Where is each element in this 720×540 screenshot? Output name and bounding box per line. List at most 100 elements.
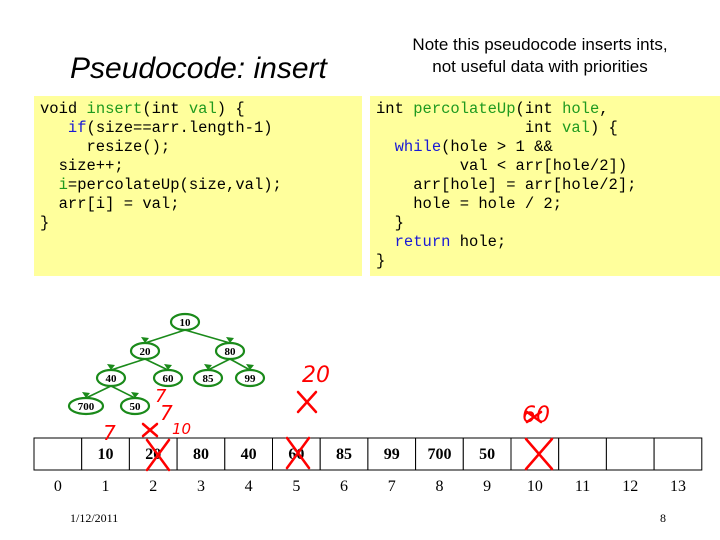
code-token: while bbox=[394, 138, 442, 156]
array-cell-value: 10 bbox=[98, 446, 114, 463]
code-token: } bbox=[40, 214, 50, 232]
array-index-label: 5 bbox=[292, 478, 300, 495]
code-token: percolateUp bbox=[413, 100, 516, 118]
array-index-label: 4 bbox=[245, 478, 253, 495]
tree-edge bbox=[184, 329, 231, 344]
code-token: val < arr[hole/2]) bbox=[376, 157, 628, 175]
array-index-label: 8 bbox=[435, 478, 443, 495]
tree-node-label: 60 bbox=[163, 373, 175, 385]
tree-edges bbox=[82, 329, 254, 399]
tree-node-label: 40 bbox=[106, 373, 118, 385]
tree-edge bbox=[110, 358, 146, 371]
tree-node bbox=[234, 368, 266, 388]
strike-mark bbox=[141, 422, 159, 438]
code-token: int bbox=[376, 100, 414, 118]
array-cell bbox=[605, 437, 655, 471]
array-cell-value: 20 bbox=[145, 446, 161, 463]
tree-edge bbox=[229, 358, 251, 371]
tree-node bbox=[169, 312, 201, 332]
tree-node-label: 10 bbox=[180, 317, 192, 329]
array-cell-value: 50 bbox=[479, 446, 495, 463]
code-token: ) { bbox=[216, 100, 245, 118]
insert-code-block: void insert(int val) { if(size==arr.leng… bbox=[34, 96, 362, 276]
footer-page-number: 8 bbox=[660, 511, 666, 525]
tree-edge-arrowhead bbox=[82, 392, 90, 398]
array-cell bbox=[176, 437, 226, 471]
array-index-label: 9 bbox=[483, 478, 491, 495]
code-token: if bbox=[67, 119, 87, 137]
array-cell bbox=[224, 437, 274, 471]
tree-edge-arrowhead bbox=[226, 337, 234, 343]
array-index-label: 13 bbox=[670, 478, 686, 495]
array-index-label: 7 bbox=[388, 478, 396, 495]
tree-node bbox=[214, 341, 246, 361]
note-line-2: not useful data with priorities bbox=[432, 57, 648, 76]
array-index-label: 11 bbox=[575, 478, 590, 495]
handwritten-number: 10 bbox=[172, 420, 191, 438]
tree-node-label: 85 bbox=[203, 373, 215, 385]
handwritten-number: 7 bbox=[160, 401, 173, 425]
tree-edge-arrowhead bbox=[131, 392, 139, 398]
array-cell bbox=[33, 437, 83, 471]
note-line-1: Note this pseudocode inserts ints, bbox=[412, 35, 668, 54]
tree-node-label: 20 bbox=[140, 346, 152, 358]
code-token: void bbox=[40, 100, 87, 118]
array-cell bbox=[510, 437, 560, 471]
array-index-label: 2 bbox=[149, 478, 157, 495]
code-token: (size==arr.length-1) bbox=[86, 119, 273, 137]
array-cell bbox=[81, 437, 130, 471]
code-token: hole; bbox=[450, 233, 507, 251]
code-token: (hole > 1 && bbox=[441, 138, 553, 156]
code-token: } bbox=[376, 252, 386, 270]
tree-edge bbox=[110, 385, 136, 399]
code-token: return bbox=[394, 233, 451, 251]
tree-node-label: 99 bbox=[245, 373, 257, 385]
tree-edge bbox=[144, 329, 186, 344]
array-cell bbox=[367, 437, 417, 471]
code-token: ) { bbox=[589, 119, 618, 137]
code-token: int bbox=[376, 119, 563, 137]
tree-edge-arrowhead bbox=[246, 364, 254, 370]
array-cell-value: 80 bbox=[193, 446, 209, 463]
array-index-label: 1 bbox=[102, 478, 110, 495]
footer-date: 1/12/2011 bbox=[70, 511, 119, 525]
percolate-up-code-block: int percolateUp(int hole, int val) { whi… bbox=[370, 96, 720, 276]
handwritten-number: 7 bbox=[103, 421, 116, 445]
strike-mark bbox=[285, 436, 311, 470]
tree-node bbox=[129, 341, 161, 361]
array-index-label: 12 bbox=[622, 478, 638, 495]
array-index-label: 0 bbox=[54, 478, 62, 495]
code-token: i bbox=[58, 176, 68, 194]
array-cell bbox=[415, 437, 464, 471]
tree-edge bbox=[85, 385, 112, 399]
code-token: } bbox=[376, 214, 404, 232]
code-token: arr[i] = val; bbox=[40, 195, 180, 213]
tree-edge bbox=[144, 358, 169, 371]
tree-node bbox=[119, 396, 151, 416]
strike-mark bbox=[525, 410, 543, 424]
tree-node-label: 80 bbox=[225, 346, 237, 358]
code-token: hole = hole / 2; bbox=[376, 195, 563, 213]
tree-node bbox=[152, 368, 184, 388]
tree-edge-arrowhead bbox=[164, 364, 172, 370]
handwritten-number: 60 bbox=[522, 403, 550, 428]
code-token: arr[hole] = arr[hole/2]; bbox=[376, 176, 637, 194]
code-token: , bbox=[599, 100, 609, 118]
tree-edge-arrowhead bbox=[107, 364, 115, 370]
slide-title: Pseudocode: insert bbox=[70, 52, 327, 85]
code-token: (int bbox=[142, 100, 189, 118]
array-index-label: 10 bbox=[527, 478, 543, 495]
array-cell-value: 85 bbox=[336, 446, 352, 463]
code-token: (int bbox=[515, 100, 563, 118]
tree-edge-arrowhead bbox=[204, 364, 212, 370]
code-token: val bbox=[188, 100, 217, 118]
array-cell bbox=[653, 437, 703, 471]
strike-mark bbox=[524, 437, 554, 471]
array-cell-value: 99 bbox=[384, 446, 400, 463]
array-index-label: 3 bbox=[197, 478, 205, 495]
strike-mark bbox=[145, 438, 171, 472]
